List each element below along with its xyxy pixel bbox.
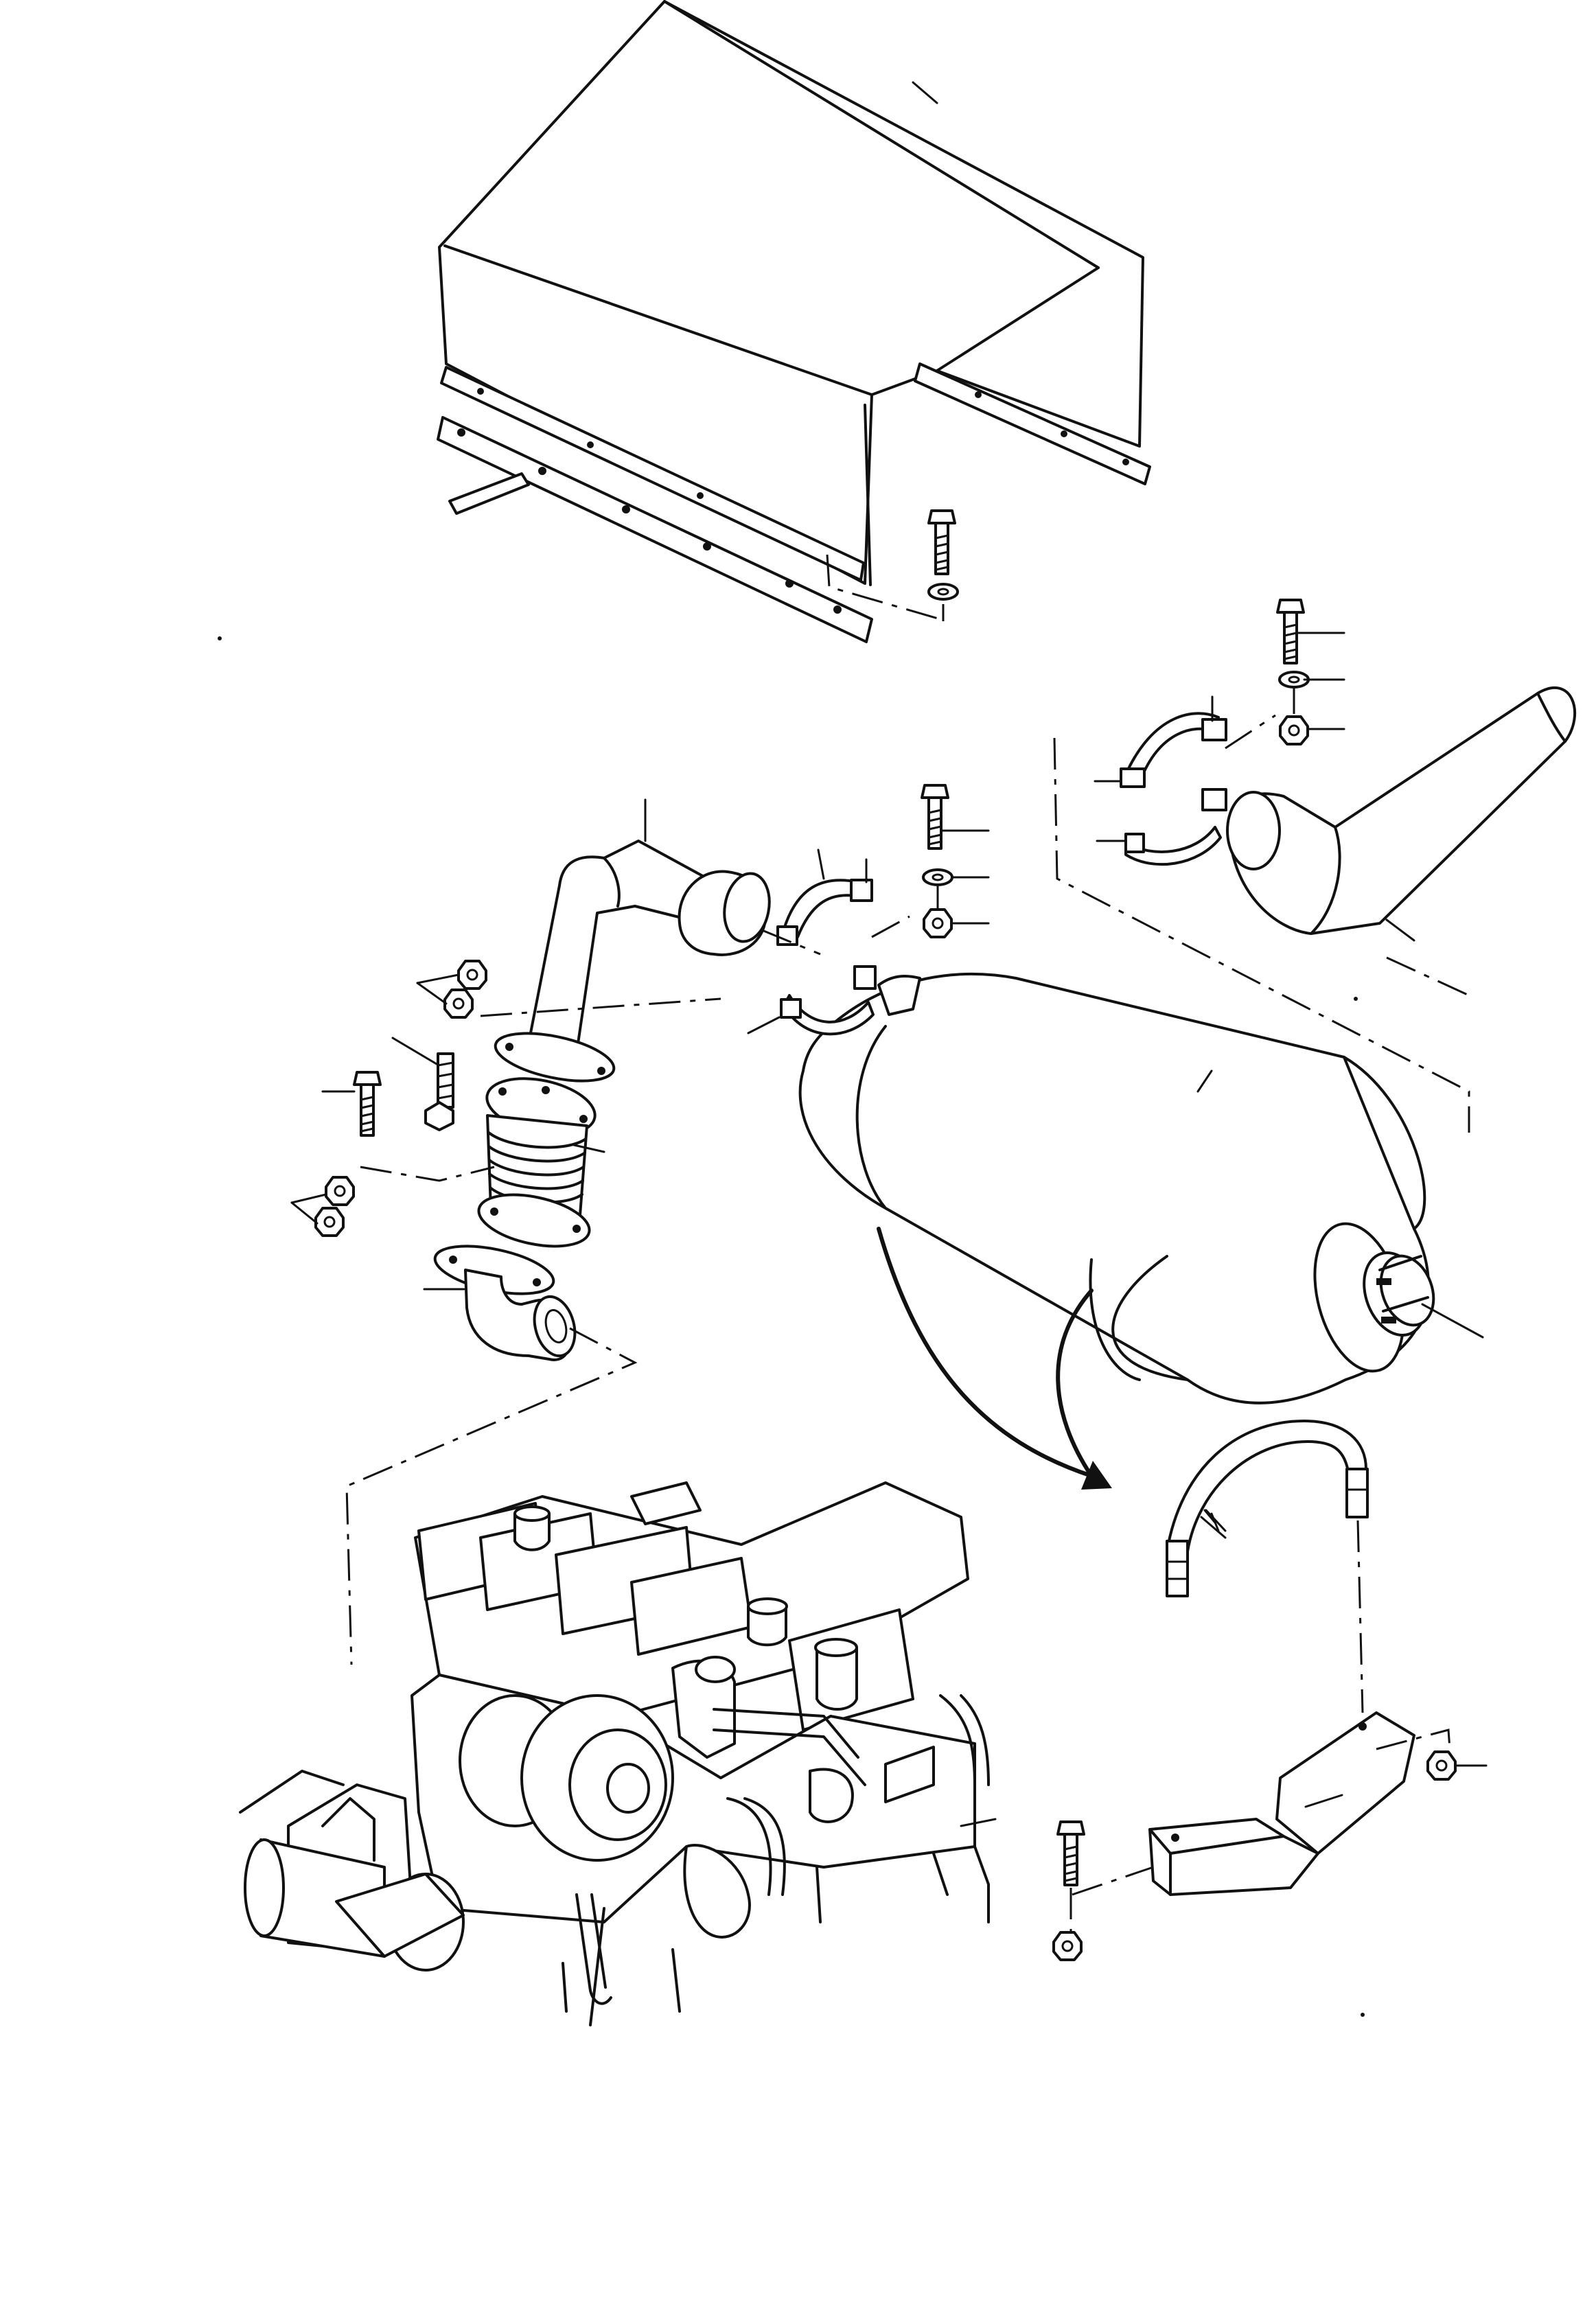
- nut-icon: [1279, 715, 1309, 745]
- nut-icon: [325, 1176, 355, 1206]
- clamp-fastener-stack-mid: [921, 784, 990, 938]
- arrow-icon: [877, 1227, 1112, 1490]
- engine: [239, 1481, 997, 2026]
- starter-motor: [244, 1838, 465, 1972]
- bracket-fasteners: [1052, 1728, 1488, 1961]
- washer-icon: [927, 583, 959, 601]
- tailpipe: [1226, 686, 1576, 942]
- bolt-icon: [1056, 1820, 1085, 1886]
- nut-icon: [443, 988, 474, 1019]
- exhaust-pipe-upper: [527, 798, 821, 1045]
- muffler: [798, 973, 1484, 1404]
- nut-icon: [457, 960, 487, 990]
- stud-icon: [424, 1052, 454, 1131]
- washer-icon: [922, 868, 953, 886]
- scan-dot: [218, 636, 222, 640]
- bolt-icon: [353, 1071, 382, 1137]
- nut-icon: [314, 1207, 345, 1237]
- pipe-flange-upper: [494, 1032, 616, 1083]
- scan-dot: [1354, 997, 1358, 1001]
- turbocharger: [459, 1656, 736, 1862]
- support-strap: [1166, 1420, 1369, 1713]
- scan-dot: [1361, 2013, 1365, 2017]
- heat-shield-cover: [437, 0, 1151, 643]
- nut-icon: [1426, 1750, 1457, 1781]
- bolt-icon: [927, 509, 956, 575]
- nut-icon: [1052, 1931, 1083, 1961]
- nut-icon: [923, 908, 953, 938]
- clamp-band-mid: [747, 848, 910, 1036]
- flexible-bellows: [477, 1077, 605, 1248]
- clamp-fastener-stack-right: [1276, 599, 1345, 745]
- bolt-icon: [1276, 599, 1305, 664]
- flange-fasteners-left: [290, 960, 721, 1237]
- exhaust-elbow-lower: [345, 1269, 638, 1665]
- bolt-icon: [921, 784, 949, 850]
- flange-holes: [457, 388, 842, 614]
- cover-fastener: [826, 509, 959, 621]
- clamp-band-right: [1094, 695, 1276, 866]
- mounting-bracket: [1148, 1711, 1415, 1896]
- muffler-outlet: [1363, 1251, 1435, 1337]
- filler-cap-icon: [513, 1505, 858, 1711]
